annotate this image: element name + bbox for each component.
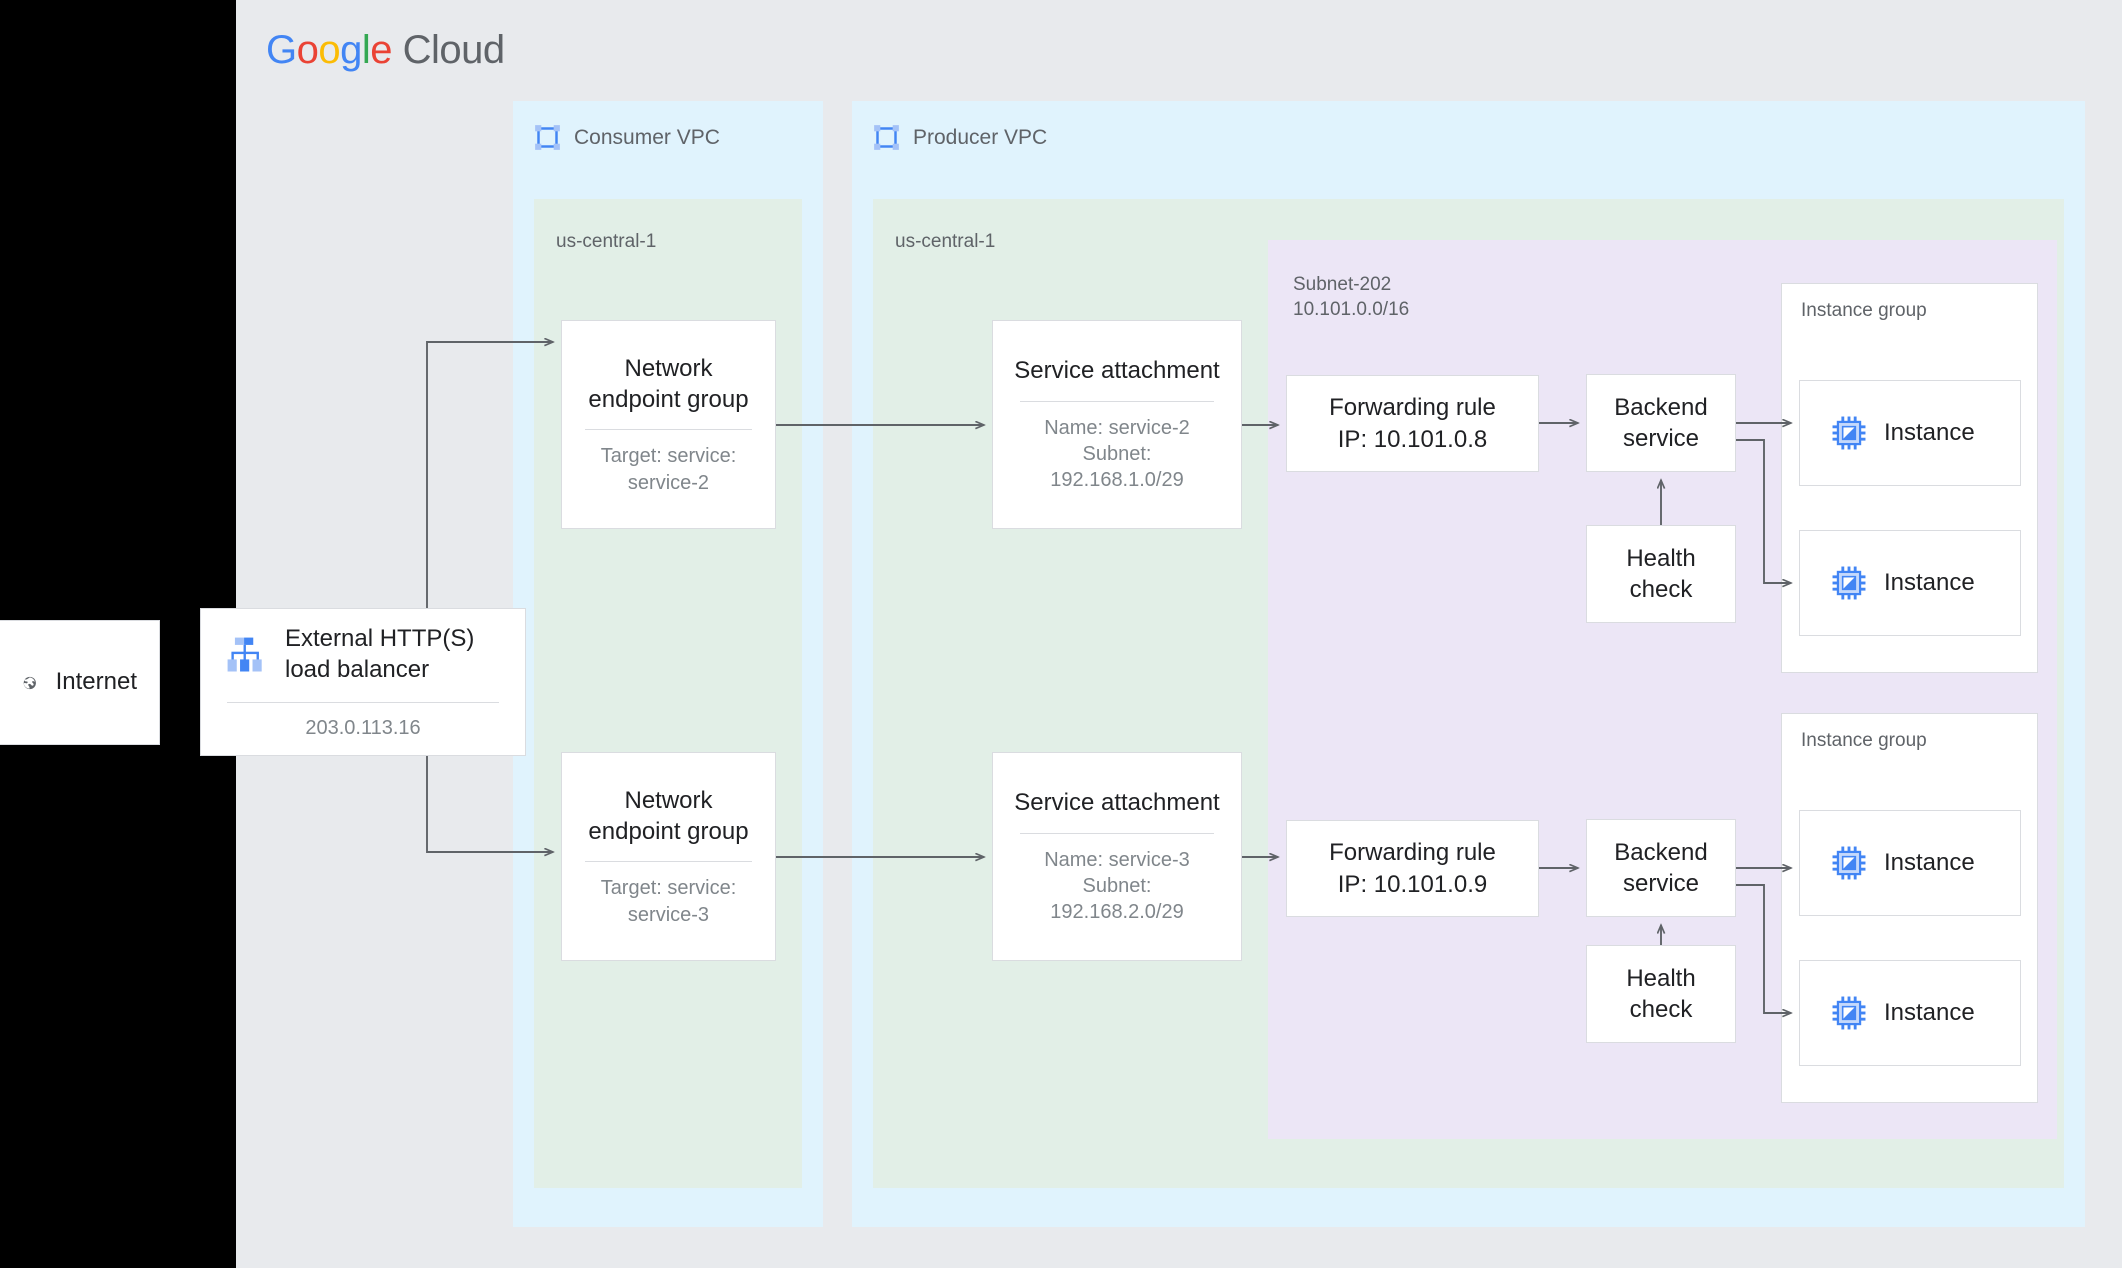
fr-1-line2: IP: 10.101.0.8 xyxy=(1337,425,1488,453)
neg-1-sub-line1: Target: service: xyxy=(600,445,737,468)
health-check-2[interactable]: Health check xyxy=(1586,945,1736,1043)
bs-2-line2: service xyxy=(1622,870,1700,897)
neg-1-divider xyxy=(585,429,752,431)
service-attachment-1[interactable]: Service attachment Name: service-2 Subne… xyxy=(992,320,1242,529)
bs-1-line1: Backend xyxy=(1614,393,1708,421)
lb-title-line1: External HTTP(S) xyxy=(285,625,475,653)
logo-letter-g: G xyxy=(266,28,297,72)
instance-1-2[interactable]: Instance xyxy=(1799,530,2021,636)
sa-2-subnet-label: Subnet: xyxy=(1082,874,1152,897)
lb-icon-row: External HTTP(S) load balancer xyxy=(201,624,525,685)
instance-2-1-label: Instance xyxy=(1884,849,1975,876)
instance-chip-icon xyxy=(1832,566,1866,600)
google-cloud-canvas: Google Cloud Consumer VPC us-central-1 N… xyxy=(200,0,2122,1268)
sa-2-title: Service attachment xyxy=(1014,789,1220,817)
hc-2-line1: Health xyxy=(1626,964,1696,992)
external-http-load-balancer[interactable]: External HTTP(S) load balancer 203.0.113… xyxy=(200,608,526,756)
sa-1-subnet-cidr: 192.168.1.0/29 xyxy=(1050,469,1184,492)
fr-2-text: Forwarding rule IP: 10.101.0.9 xyxy=(1329,837,1496,899)
sa-2-divider xyxy=(1020,832,1214,834)
health-check-1[interactable]: Health check xyxy=(1586,525,1736,623)
bs-2-line1: Backend xyxy=(1614,838,1708,866)
lb-title-line2: load balancer xyxy=(285,656,430,683)
backend-service-2[interactable]: Backend service xyxy=(1586,819,1736,917)
neg-1-sub-line2: service-2 xyxy=(627,471,710,494)
logo-letter-g2: g xyxy=(340,28,362,72)
network-endpoint-group-2[interactable]: Network endpoint group Target: service: … xyxy=(561,752,776,961)
instance-1-2-label: Instance xyxy=(1884,569,1975,596)
instance-group-2-label: Instance group xyxy=(1801,730,1927,751)
consumer-vpc-header: Consumer VPC xyxy=(534,124,720,151)
instance-group-1-label: Instance group xyxy=(1801,300,1927,321)
internet-node[interactable]: Internet xyxy=(0,620,160,745)
network-endpoint-group-1[interactable]: Network endpoint group Target: service: … xyxy=(561,320,776,529)
lb-ip: 203.0.113.16 xyxy=(305,716,421,739)
bs-1-line2: service xyxy=(1622,425,1700,452)
globe-icon xyxy=(23,676,36,689)
neg-2-sub-line2: service-3 xyxy=(627,903,710,926)
hc-1-text: Health check xyxy=(1626,543,1695,605)
subnet-202-label: Subnet-202 10.101.0.0/16 xyxy=(1293,272,1409,322)
sa-2-name: Name: service-3 xyxy=(1044,848,1190,871)
bs-1-text: Backend service xyxy=(1614,392,1707,454)
logo-cloud-word: Cloud xyxy=(402,28,506,72)
neg-2-divider xyxy=(585,861,752,863)
instance-2-2[interactable]: Instance xyxy=(1799,960,2021,1066)
neg-2-title-line2: endpoint group xyxy=(588,818,749,846)
backend-service-1[interactable]: Backend service xyxy=(1586,374,1736,472)
instance-chip-icon xyxy=(1832,996,1866,1030)
logo-letter-o2: o xyxy=(318,28,341,72)
lb-divider xyxy=(226,701,500,703)
forwarding-rule-2[interactable]: Forwarding rule IP: 10.101.0.9 xyxy=(1286,820,1539,917)
sa-1-title: Service attachment xyxy=(1014,357,1220,385)
load-balancer-icon xyxy=(227,637,262,672)
consumer-region-label: us-central-1 xyxy=(556,231,657,252)
fr-2-line1: Forwarding rule xyxy=(1329,839,1496,867)
hc-1-line2: check xyxy=(1629,576,1693,603)
hc-2-text: Health check xyxy=(1626,963,1695,1025)
producer-region-label: us-central-1 xyxy=(895,231,996,252)
hc-1-line1: Health xyxy=(1626,544,1696,572)
logo-letter-l: l xyxy=(361,28,371,72)
fr-1-text: Forwarding rule IP: 10.101.0.8 xyxy=(1329,392,1496,454)
logo-letter-e: e xyxy=(370,28,393,72)
instance-1-1[interactable]: Instance xyxy=(1799,380,2021,486)
neg-2-sub-line1: Target: service: xyxy=(600,877,737,900)
sa-1-name: Name: service-2 xyxy=(1044,416,1190,439)
subnet-name: Subnet-202 xyxy=(1293,274,1392,295)
bs-2-text: Backend service xyxy=(1614,837,1707,899)
neg-1-title-line1: Network xyxy=(624,354,713,382)
forwarding-rule-1[interactable]: Forwarding rule IP: 10.101.0.8 xyxy=(1286,375,1539,472)
instance-2-2-label: Instance xyxy=(1884,999,1975,1026)
instance-chip-icon xyxy=(1832,846,1866,880)
service-attachment-2[interactable]: Service attachment Name: service-3 Subne… xyxy=(992,752,1242,961)
neg-2-title-line1: Network xyxy=(624,786,713,814)
producer-vpc-header: Producer VPC xyxy=(873,124,1047,151)
hc-2-line2: check xyxy=(1629,996,1693,1023)
lb-title: External HTTP(S) load balancer xyxy=(285,624,474,685)
vpc-icon xyxy=(874,125,899,150)
subnet-cidr: 10.101.0.0/16 xyxy=(1293,299,1410,321)
instance-1-1-label: Instance xyxy=(1884,419,1975,446)
producer-vpc-label: Producer VPC xyxy=(913,125,1048,149)
sa-1-divider xyxy=(1020,400,1214,402)
fr-1-line1: Forwarding rule xyxy=(1329,394,1496,422)
instance-chip-icon xyxy=(1832,416,1866,450)
internet-label: Internet xyxy=(55,668,137,696)
sa-1-subnet-label: Subnet: xyxy=(1082,442,1152,465)
sa-2-subnet-cidr: 192.168.2.0/29 xyxy=(1050,901,1184,924)
vpc-icon xyxy=(535,125,560,150)
neg-1-title-line2: endpoint group xyxy=(588,386,749,414)
fr-2-line2: IP: 10.101.0.9 xyxy=(1337,870,1488,898)
logo-letter-o1: o xyxy=(296,28,319,72)
internet-icon-row: Internet xyxy=(0,661,159,705)
google-cloud-logo: Google Cloud xyxy=(266,28,505,73)
consumer-vpc-label: Consumer VPC xyxy=(574,125,720,149)
instance-2-1[interactable]: Instance xyxy=(1799,810,2021,916)
